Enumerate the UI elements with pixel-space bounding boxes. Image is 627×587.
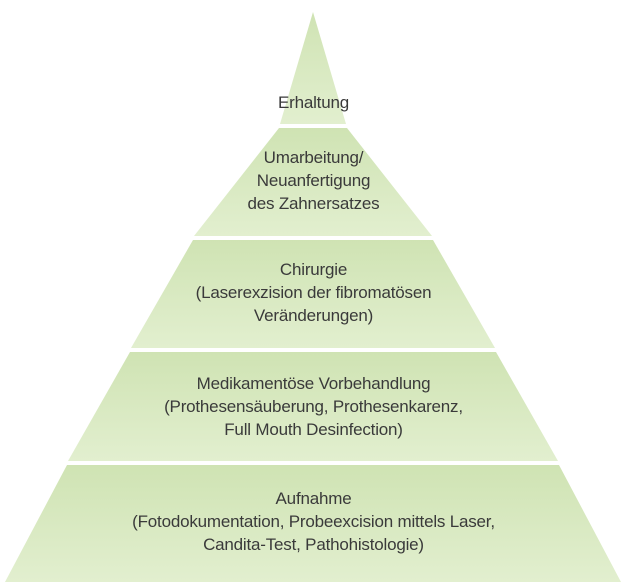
tier-1-band: [280, 12, 346, 124]
tier-5-label: Aufnahme (Fotodokumentation, Probeexcisi…: [0, 487, 627, 556]
tier-1-line-1: Erhaltung: [278, 93, 349, 112]
tier-3-band: [131, 240, 495, 348]
tier-4-band: [68, 352, 558, 461]
tier-4-line-3: Full Mouth Desinfection): [224, 420, 403, 439]
tier-2-label: Umarbeitung/ Neuanfertigung des Zahnersa…: [0, 146, 627, 215]
tier-3-label: Chirurgie (Laserexzision der fibromatöse…: [0, 258, 627, 327]
tier-3-line-3: Veränderungen): [253, 306, 374, 325]
tier-3-line-2: (Laserexzision der fibromatösen: [195, 283, 432, 302]
tier-5-line-2: (Fotodokumentation, Probeexcision mittel…: [132, 512, 495, 531]
tier-1-label: Erhaltung: [0, 91, 627, 114]
tier-5-band: [5, 465, 621, 582]
tier-5-line-3: Candita-Test, Pathohistologie): [203, 535, 424, 554]
tier-2-line-3: des Zahnersatzes: [247, 194, 380, 213]
tier-4-label: Medikamentöse Vorbehandlung (Prothesensä…: [0, 372, 627, 441]
tier-2-line-2: Neuanfertigung: [256, 171, 371, 190]
tier-2-line-1: Umarbeitung/: [263, 148, 364, 167]
tier-4-line-2: (Prothesensäuberung, Prothesenkarenz,: [164, 397, 463, 416]
tier-2-band: [194, 128, 432, 236]
tier-4-line-1: Medikamentöse Vorbehandlung: [196, 374, 431, 393]
tier-5-line-1: Aufnahme: [275, 489, 352, 508]
tier-3-line-1: Chirurgie: [279, 260, 348, 279]
